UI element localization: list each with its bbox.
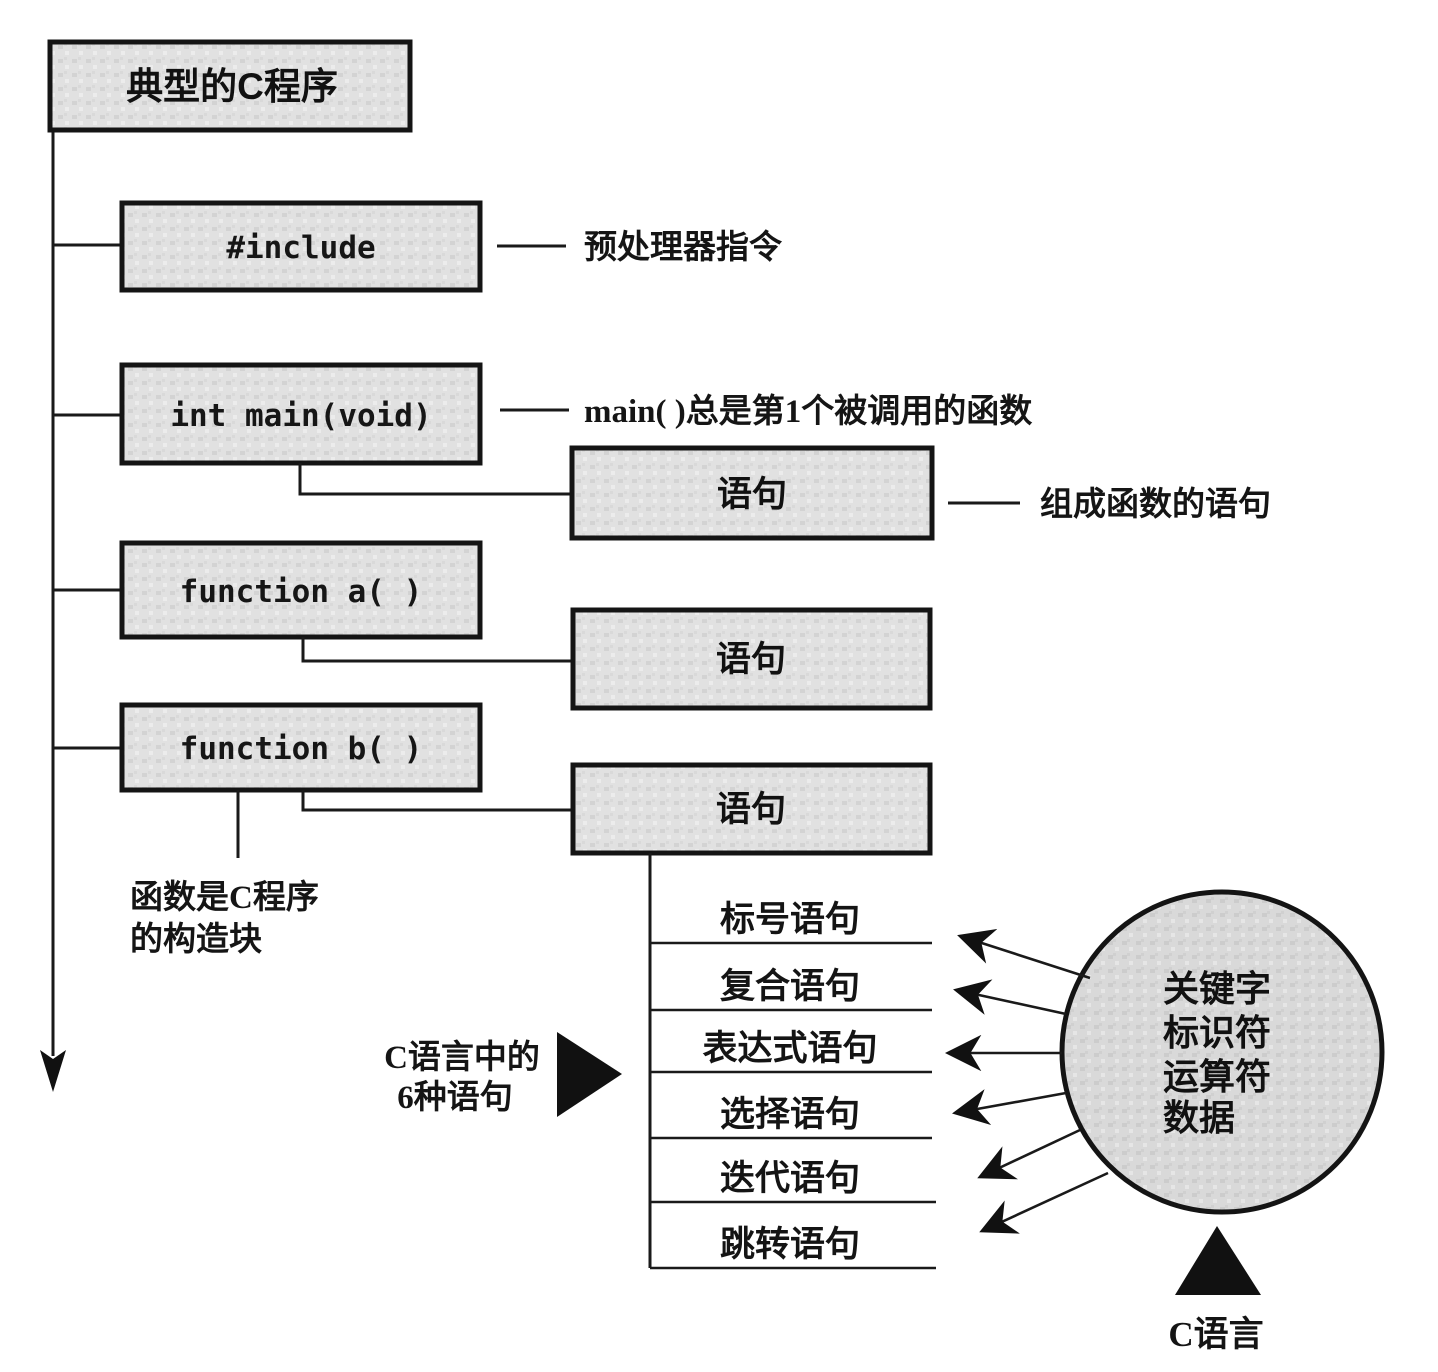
function-a-box-label: function a( ) [180,574,423,610]
functions-note-line1: 函数是C程序 [130,879,319,916]
circle-line-3: 运算符 [1163,1056,1271,1097]
main-to-statements1-connector [298,463,572,496]
statements3-box-label: 语句 [716,790,786,829]
statement-type-label-1: 标号语句 [720,900,860,939]
main-box-label: int main(void) [170,398,431,434]
six-statements-note-line1: C语言中的 [384,1039,540,1076]
spine-arrow-icon [40,1050,66,1092]
function-a-box [119,540,483,640]
statement-type-label-2: 复合语句 [720,967,860,1006]
circle-line-2: 标识符 [1163,1012,1271,1053]
c-language-label: C语言 [1168,1315,1263,1354]
statements2-box [570,607,933,711]
include-box [119,200,483,293]
statement-type-label-6: 跳转语句 [720,1225,860,1264]
statement-type-label-3: 表达式语句 [702,1029,877,1068]
circle-arrow-1 [957,928,1091,980]
circle-line-1: 关键字 [1163,968,1271,1009]
circle-line-4: 数据 [1163,1097,1235,1138]
statements1-box-label: 语句 [717,475,787,514]
function-a-to-statements2-connector [301,637,573,663]
statement-type-label-4: 选择语句 [720,1095,860,1134]
function-b-to-statements3-connector [301,790,573,812]
statements1-annotation: 组成函数的语句 [1040,486,1271,523]
circle-arrow-6 [979,1171,1109,1234]
include-annotation: 预处理器指令 [584,229,783,266]
statements3-box [570,762,933,856]
main-box [119,362,483,466]
right-pointer-triangle-icon [557,1032,622,1117]
statements1-box [569,445,935,541]
circle-arrow-5 [977,1128,1081,1180]
six-statements-note-line2: 6种语句 [397,1079,513,1116]
main-annotation: main( )总是第1个被调用的函数 [584,393,1033,430]
circle-arrow-2 [953,979,1067,1016]
function-b-box-label: function b( ) [180,731,423,767]
functions-note-line2: 的构造块 [130,921,262,958]
include-box-label: #include [226,230,375,266]
root-box [47,39,413,133]
circle-arrow-4 [952,1089,1067,1125]
statement-type-label-5: 迭代语句 [720,1159,860,1198]
up-pointer-triangle-icon [1175,1226,1261,1295]
statements2-box-label: 语句 [716,640,786,679]
function-b-box [119,702,483,793]
root-box-label: 典型的C程序 [126,66,338,107]
